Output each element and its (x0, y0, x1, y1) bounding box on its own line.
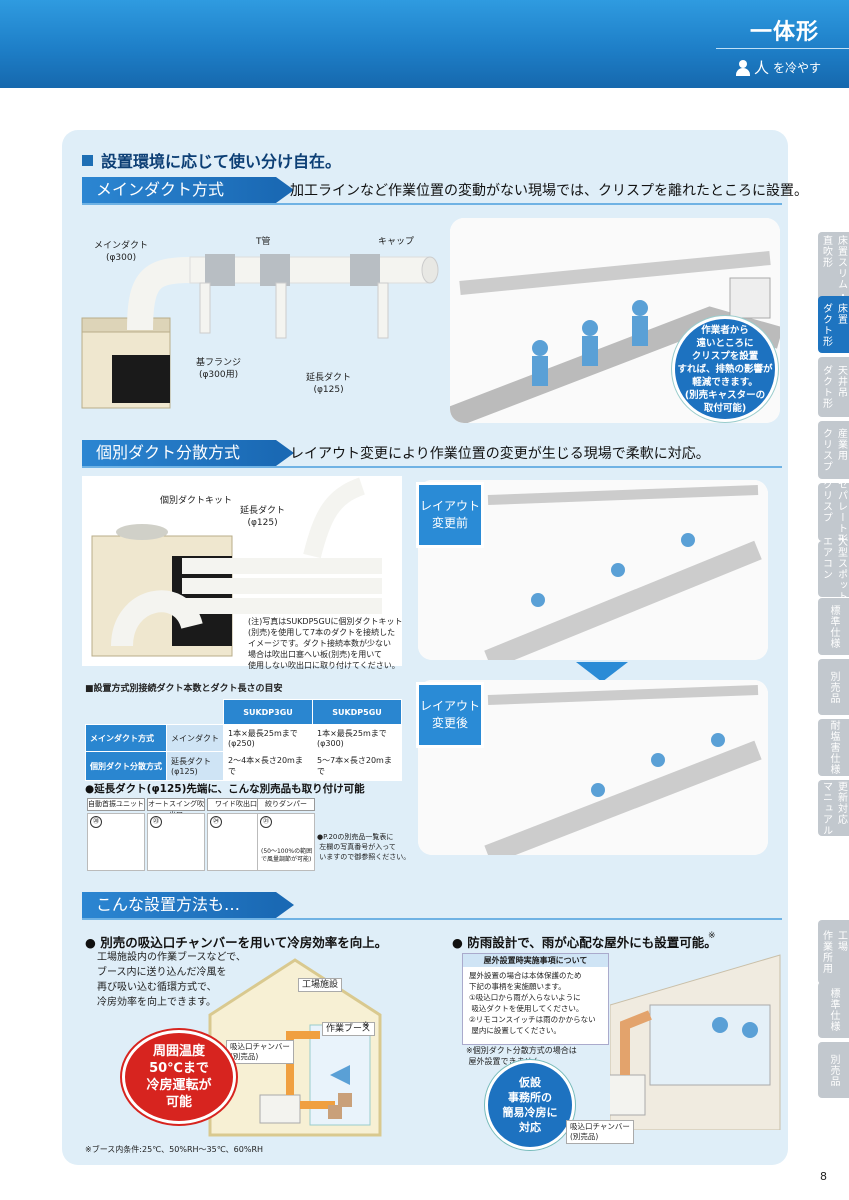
side-tab-floor-duct[interactable]: 床置 ダクト形 (818, 296, 849, 353)
factory-label: 工場施設 (298, 978, 343, 992)
individual-duct-note: (注)写真はSUKDP5GUに個別ダクトキット (別売)を使用して7本のダクトを… (248, 617, 403, 670)
outdoor-info-body: 屋外設置の場合は本体保護のため 下記の事柄を実施願います。 ①吸込口から雨が入ら… (469, 971, 596, 1035)
main-duct-illustration (81, 254, 439, 409)
accessory-title: 絞りダンパー (257, 798, 315, 811)
label-main-duct: メインダクト (φ300) (94, 241, 149, 263)
outdoor-info-head: 屋外設置時実施事項について (463, 954, 608, 967)
accessories-note: ●P.20の別売品一覧表に 左欄の写真番号が入って いますので御参照ください。 (317, 833, 411, 861)
label-ext-duct: 延長ダクト (φ125) (306, 373, 352, 395)
label-flange: 基フランジ (φ300用) (196, 358, 242, 380)
accessory-card: 絞りダンパー ㉑ (50〜100%の範囲 で風量調節が可能) (257, 798, 315, 871)
accessory-title: 自動首振ユニット (87, 798, 145, 811)
side-tab-factory[interactable]: 工場 作業所用 (818, 920, 849, 984)
table-cell: 1本×最長25mまで (φ300) (312, 724, 402, 752)
section-title-text: 設置環境に応じて使い分け自在。 (101, 152, 342, 171)
header-subtitle: 人を冷やす (736, 57, 821, 78)
booth-illustration (208, 958, 382, 1137)
right-note: ※個別ダクト分散方式の場合は 屋外設置できません。 (466, 1046, 577, 1066)
accessory-number: ⑳ (90, 816, 102, 828)
side-tab-update[interactable]: 更新対応 マニュアル (818, 780, 849, 836)
table-title: ■設置方式別接続ダクト本数とダクト長さの目安 (85, 684, 283, 694)
band-main-duct: メインダクト方式 (82, 177, 294, 203)
table-header-sukdp5gu: SUKDP5GU (312, 699, 402, 725)
accessory-number: ㉓ (150, 816, 162, 828)
label-cap: キャップ (378, 237, 415, 247)
layout-before-tag: レイアウト 変更前 (416, 482, 484, 548)
table-row-individual-label: 個別ダクト分散方式 (85, 751, 167, 781)
side-tab-standard[interactable]: 標準仕様 (818, 598, 849, 655)
accessory-number: ㉑ (260, 816, 272, 828)
outdoor-info-box: 屋外設置時実施事項について 屋外設置の場合は本体保護のため 下記の事柄を実施願い… (462, 953, 609, 1045)
header-title: 一体形 (749, 20, 819, 45)
side-tab-ceiling-duct[interactable]: 天井吊 ダクト形 (818, 357, 849, 417)
office-illustration (610, 954, 781, 1130)
spec-table: SUKDP3GU SUKDP5GU メインダクト方式 メインダクト 1本×最長2… (85, 699, 402, 781)
right-heading-mark: ※ (708, 931, 716, 941)
accessory-card: オートスイング吹出口 ㉓ (147, 798, 205, 871)
temperature-burst: 周囲温度 50℃まで 冷房運転が 可能 (122, 1030, 236, 1124)
side-tab-industrial[interactable]: 産業用 クリスプ (818, 421, 849, 479)
table-row-individual-sub: 延長ダクト (φ125) (166, 751, 224, 781)
page-number: 8 (820, 1170, 827, 1183)
side-tab-accessories-2[interactable]: 別売品 (818, 1042, 849, 1098)
accessories-heading: ●延長ダクト(φ125)先端に、こんな別売品も取り付け可能 (85, 783, 365, 795)
individual-duct-desc: レイアウト変更により作業位置の変更が生じる現場で柔軟に対応。 (290, 446, 710, 462)
band-other-methods: こんな設置方法も… (82, 892, 294, 918)
side-tab-salt[interactable]: 耐塩害仕様 (818, 719, 849, 776)
label-t-pipe: T管 (256, 237, 271, 247)
table-header-sukdp3gu: SUKDP3GU (223, 699, 313, 725)
accessory-caption: (50〜100%の範囲 で風量調節が可能) (261, 848, 313, 863)
left-body: 工場施設内の作業ブースなどで、 ブース内に送り込んだ冷風を 再び吸い込む循環方式… (97, 952, 246, 1008)
main-duct-bubble: 作業者から 遠いところに クリスプを設置 すれば、排熱の影響が 軽減できます。 … (672, 316, 778, 422)
table-cell: 2〜4本×長さ20mまで (223, 751, 313, 781)
right-heading: ● 防雨設計で、雨が心配な屋外にも設置可能。 (452, 935, 717, 950)
square-bullet-icon (82, 154, 93, 166)
header-subtitle-rest: を冷やす (773, 61, 822, 75)
side-tab-spot[interactable]: 大型スポット エアコン (818, 536, 849, 602)
temporary-office-circle: 仮設 事務所の 簡易冷房に 対応 (485, 1060, 575, 1150)
band-other-methods-underline (82, 918, 782, 920)
table-row-main-label: メインダクト方式 (85, 724, 167, 752)
accessory-number: ㉔ (210, 816, 222, 828)
accessory-card: 自動首振ユニット ⑳ (87, 798, 145, 871)
table-cell: 1本×最長25mまで (φ250) (223, 724, 313, 752)
band-individual-duct: 個別ダクト分散方式 (82, 440, 294, 466)
booth-mark: ※ (362, 1021, 370, 1031)
band-main-duct-underline (82, 203, 782, 205)
label-duct-kit: 個別ダクトキット (160, 496, 233, 506)
table-row-main-sub: メインダクト (166, 724, 224, 752)
main-duct-desc: 加工ラインなど作業位置の変動がない現場では、クリスプを離れたところに設置。 (290, 183, 808, 199)
header-subtitle-main: 人 (754, 59, 770, 77)
side-tab-slim[interactable]: 床置スリム・ 直吹形 (818, 232, 849, 304)
chamber-label: 吸込口チャンバー (別売品) (226, 1040, 294, 1064)
booth-label: 作業ブース (322, 1022, 375, 1036)
side-tab-separate[interactable]: セパレート形 クリスプ (818, 479, 849, 545)
header-divider (716, 48, 849, 49)
label-ext-duct-2: 延長ダクト (φ125) (240, 506, 286, 528)
left-footnote: ※ブース内条件:25℃、50%RH〜35℃、60%RH (85, 1145, 264, 1154)
table-cell: 5〜7本×長さ20mまで (312, 751, 402, 781)
accessory-title: オートスイング吹出口 (147, 798, 205, 819)
individual-duct-illustration (82, 476, 402, 666)
table-header-blank (86, 700, 224, 725)
arrow-down-icon (576, 662, 628, 682)
section-title: 設置環境に応じて使い分け自在。 (82, 148, 341, 172)
band-individual-duct-underline (82, 466, 782, 468)
side-tab-accessories[interactable]: 別売品 (818, 659, 849, 715)
chamber-label-2: 吸込口チャンバー (別売品) (566, 1120, 634, 1144)
header-band: 一体形 人を冷やす (0, 0, 849, 88)
left-heading: ● 別売の吸込口チャンバーを用いて冷房効率を向上。 (85, 935, 388, 950)
person-icon (736, 59, 750, 76)
layout-after-tag: レイアウト 変更後 (416, 682, 484, 748)
side-tab-standard-2[interactable]: 標準仕様 (818, 982, 849, 1038)
